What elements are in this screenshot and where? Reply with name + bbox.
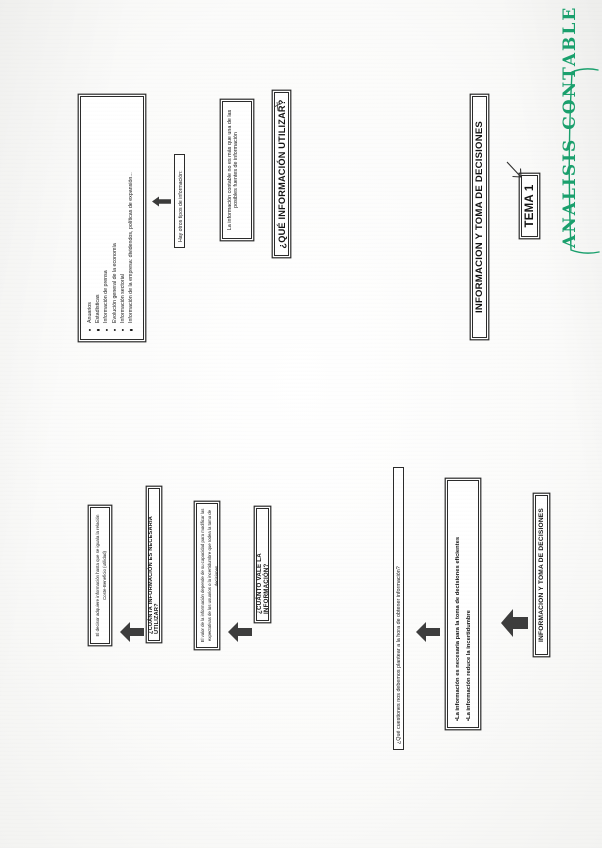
block-arrow-left-icon — [416, 620, 440, 644]
block-arrow-left-icon — [501, 608, 528, 638]
list-item: Anuarios — [86, 104, 94, 332]
premise-item: •La información reduce la incertidumbre — [464, 487, 475, 721]
list-item: Información de la empresa: dividendos, p… — [127, 104, 135, 332]
bullet-glyph: • — [466, 718, 473, 721]
premise-text: La información es necesaria para la toma… — [455, 536, 461, 719]
hand-drawn-arrow-icon — [504, 160, 526, 187]
list-item: Información de prensa — [102, 104, 110, 332]
slide-bottom-answer-value: El valor de la información depende de su… — [196, 503, 219, 648]
premise-text: La información reduce la incertidumbre — [466, 610, 473, 719]
slide-bottom-question-main: ¿Qué cuestiones nos debemos plantear a l… — [393, 467, 404, 750]
slide-bottom-answer-quantity: El decisor adquiere información hasta qu… — [90, 507, 110, 644]
list-item: Estadísticas — [94, 104, 102, 332]
premise-item: •La información es necesaria para la tom… — [453, 487, 464, 721]
slide-bottom-premises-box: •La información es necesaria para la tom… — [447, 480, 479, 728]
handwritten-bracket — [566, 66, 600, 261]
slide-bottom-question-value: ¿CUÁNTO VALE LA INFORMACIÓN? — [256, 508, 270, 621]
list-item: Información sectorial — [119, 104, 127, 332]
block-arrow-left-icon — [228, 620, 252, 644]
block-arrow-left-icon — [120, 620, 144, 644]
block-arrow-left-icon — [152, 196, 171, 207]
slide-bottom-title: INFORMACION Y TOMA DE DECISIONES — [535, 495, 548, 655]
slide-top-sources-list: Anuarios Estadísticas Información de pre… — [86, 104, 135, 332]
slide-top-sources-box: Anuarios Estadísticas Información de pre… — [80, 96, 144, 340]
slide-top-title: INFORMACION Y TOMA DE DECISIONES — [472, 96, 487, 338]
bullet-glyph: • — [455, 718, 461, 721]
hand-drawn-tick-icon — [273, 100, 285, 118]
slide-top-statement: La información contable no es más que un… — [222, 101, 252, 239]
slide-top-link-label: Hay otros tipos de información: — [174, 154, 185, 248]
list-item: Evolución general de la economía — [111, 104, 119, 332]
slide-bottom-question-quantity: ¿CUÁNTA INFORMACIÓN ES NECESARIA UTILIZA… — [148, 488, 160, 641]
